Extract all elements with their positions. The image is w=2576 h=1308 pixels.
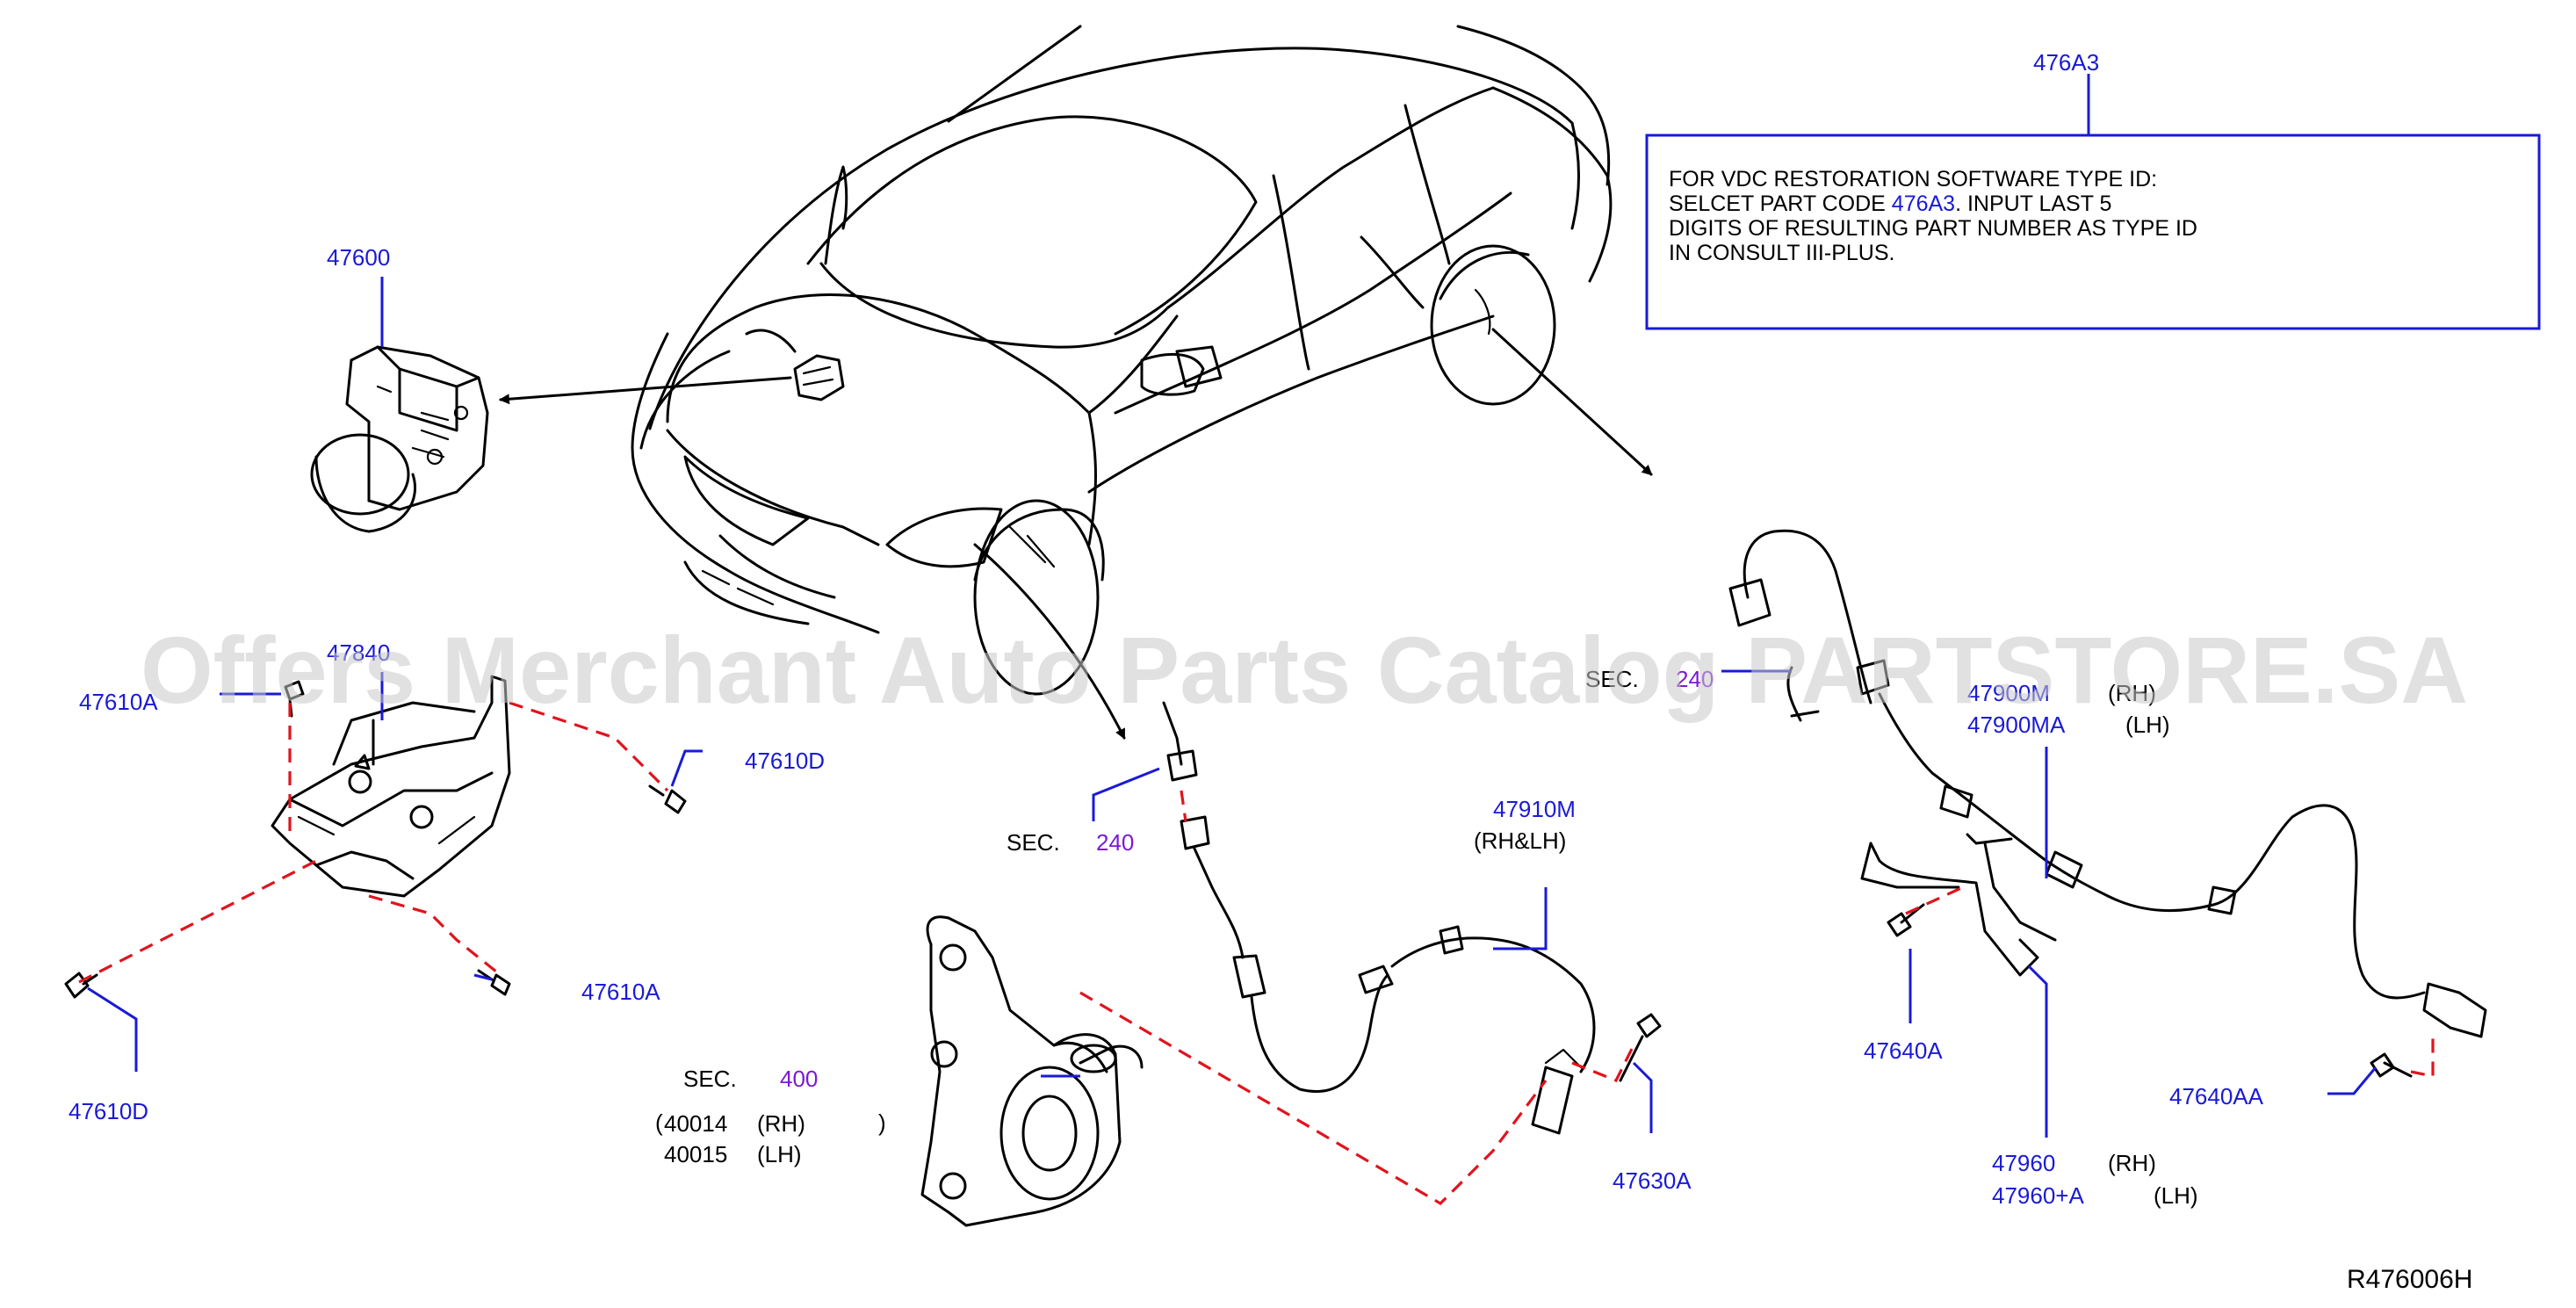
label-47640AA[interactable]: 47640AA xyxy=(2169,1083,2264,1109)
sec400-prefix: SEC. xyxy=(683,1066,737,1092)
label-47610D-right[interactable]: 47610D xyxy=(745,748,825,774)
label-47900M-side: (RH) xyxy=(2108,680,2156,706)
bolt-47610D-left xyxy=(64,972,98,999)
label-47640A[interactable]: 47640A xyxy=(1864,1037,1943,1064)
label-47960-side: (RH) xyxy=(2108,1150,2156,1176)
note-line-3: DIGITS OF RESULTING PART NUMBER AS TYPE … xyxy=(1669,216,2197,241)
knuckle-lh-side: (LH) xyxy=(757,1141,802,1167)
note-line-2a: SELCET PART CODE xyxy=(1669,192,1886,216)
label-47610A-bottom[interactable]: 47610A xyxy=(581,979,660,1005)
note-box-frame xyxy=(1645,134,2541,330)
label-47910M[interactable]: 47910M xyxy=(1493,796,1576,822)
steering-knuckle-illustration xyxy=(920,915,1144,1227)
label-47900MA[interactable]: 47900MA xyxy=(1967,712,2066,738)
knuckle-rh-code: 40014 xyxy=(664,1110,727,1137)
note-line-1: FOR VDC RESTORATION SOFTWARE TYPE ID: xyxy=(1669,167,2157,192)
note-line-2b: . INPUT LAST 5 xyxy=(1955,192,2111,216)
label-47610A-top[interactable]: 47610A xyxy=(79,689,158,715)
sec240-left-link[interactable]: 240 xyxy=(1096,829,1134,856)
label-47840[interactable]: 47840 xyxy=(327,640,390,666)
label-47960[interactable]: 47960 xyxy=(1992,1150,2055,1176)
note-box: 476A3 FOR VDC RESTORATION SOFTWARE TYPE … xyxy=(1645,49,2541,330)
watermark-text: Offers Merchant Auto Parts Catalog PARTS… xyxy=(141,617,2468,723)
note-line-4: IN CONSULT III-PLUS. xyxy=(1669,241,1894,265)
label-47630A[interactable]: 47630A xyxy=(1613,1167,1692,1194)
diagram-code: R476006H xyxy=(2347,1265,2472,1294)
label-47960A-side: (LH) xyxy=(2154,1182,2198,1209)
note-ref-label: 476A3 xyxy=(2033,49,2099,76)
front-wheel-sensor-illustration xyxy=(1162,701,1662,1135)
note-line-2-code: 476A3 xyxy=(1892,192,1955,216)
paren-close: ) xyxy=(878,1109,886,1136)
label-47610D-left[interactable]: 47610D xyxy=(69,1098,148,1124)
label-47900M[interactable]: 47900M xyxy=(1967,680,2050,706)
knuckle-rh-side: (RH) xyxy=(757,1110,805,1137)
front-sensor-dashlines xyxy=(1079,790,1635,1206)
paren-open: ( xyxy=(655,1109,663,1136)
label-47900MA-side: (LH) xyxy=(2125,712,2170,738)
label-47600[interactable]: 47600 xyxy=(327,244,390,271)
callout-arrows xyxy=(499,328,1653,740)
sec240-right-prefix: SEC. xyxy=(1585,666,1639,692)
abs-actuator-illustration xyxy=(310,345,489,533)
sec400-link[interactable]: 400 xyxy=(780,1066,818,1092)
knuckle-lh-code: 40015 xyxy=(664,1141,727,1167)
abs-bracket-illustration xyxy=(64,675,687,999)
sec240-left-prefix: SEC. xyxy=(1007,829,1060,856)
bracket-assembly-dashlines xyxy=(78,701,669,984)
note-line-2: SELCET PART CODE 476A3. INPUT LAST 5 xyxy=(1669,192,2111,216)
vehicle-illustration xyxy=(631,25,1613,696)
bolt-47610D-right xyxy=(648,784,687,814)
label-47910M-side: (RH&LH) xyxy=(1474,827,1566,854)
label-47960A[interactable]: 47960+A xyxy=(1992,1182,2084,1209)
bolt-47610A-bottom xyxy=(477,969,511,996)
part-labels: 47600 47840 47610A 47610D 47610A 47610D … xyxy=(69,244,2472,1294)
rear-sensor-dashlines xyxy=(1905,885,2435,1078)
sec240-right-link[interactable]: 240 xyxy=(1676,666,1714,692)
leader-lines xyxy=(87,74,2378,1138)
rear-wheel-sensor-illustration xyxy=(1728,529,2487,1078)
